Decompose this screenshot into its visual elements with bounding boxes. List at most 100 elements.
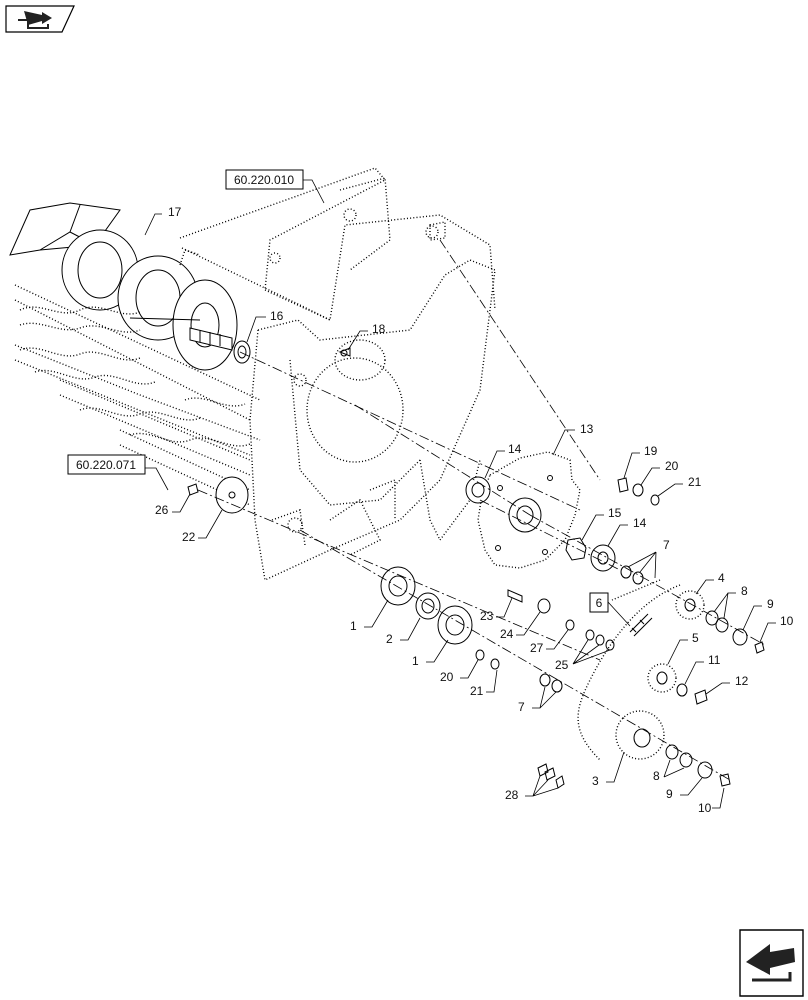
svg-text:28: 28 bbox=[505, 788, 519, 802]
callout-27[interactable]: 27 bbox=[530, 629, 569, 655]
part-7-shims-upper bbox=[620, 565, 644, 585]
part-3-large-sprocket bbox=[615, 710, 665, 760]
callout-5[interactable]: 5 bbox=[667, 631, 699, 665]
part-15-spacer bbox=[565, 537, 587, 561]
callout-21-b[interactable]: 21 bbox=[470, 669, 498, 698]
svg-text:60.220.010: 60.220.010 bbox=[234, 173, 294, 187]
callout-17[interactable]: 17 bbox=[144, 205, 182, 236]
callout-23[interactable]: 23 bbox=[480, 597, 513, 623]
svg-text:6: 6 bbox=[596, 596, 603, 610]
callout-8-a[interactable]: 8 bbox=[713, 584, 748, 619]
svg-text:21: 21 bbox=[470, 684, 484, 698]
part-14-bearing-a bbox=[465, 476, 491, 504]
svg-text:16: 16 bbox=[270, 309, 284, 323]
svg-text:10: 10 bbox=[698, 801, 712, 815]
part-26-bolt bbox=[187, 483, 199, 496]
svg-text:13: 13 bbox=[580, 422, 594, 436]
part-14-bearing-b bbox=[590, 544, 616, 572]
callout-24[interactable]: 24 bbox=[500, 611, 541, 641]
callout-1-a[interactable]: 1 bbox=[350, 599, 389, 633]
part-7-shims-lower bbox=[539, 673, 563, 693]
part-9-washer-lower bbox=[697, 761, 713, 779]
callout-8-b[interactable]: 8 bbox=[653, 759, 685, 783]
callout-10-a[interactable]: 10 bbox=[759, 614, 794, 643]
part-27-shim bbox=[565, 619, 575, 631]
svg-text:24: 24 bbox=[500, 627, 514, 641]
svg-text:19: 19 bbox=[644, 444, 658, 458]
svg-text:2: 2 bbox=[386, 632, 393, 646]
callout-2[interactable]: 2 bbox=[386, 617, 421, 646]
svg-text:4: 4 bbox=[718, 571, 725, 585]
part-20-washer-b bbox=[475, 649, 485, 661]
callout-12[interactable]: 12 bbox=[705, 674, 749, 695]
back-nav-icon[interactable] bbox=[739, 929, 804, 997]
callout-20-a[interactable]: 20 bbox=[640, 459, 679, 486]
callout-3[interactable]: 3 bbox=[592, 751, 625, 788]
callout-22[interactable]: 22 bbox=[182, 509, 223, 544]
part-16-ring bbox=[233, 340, 251, 364]
callout-1-b[interactable]: 1 bbox=[412, 639, 449, 668]
svg-text:26: 26 bbox=[155, 503, 169, 517]
svg-text:12: 12 bbox=[735, 674, 749, 688]
callout-15[interactable]: 15 bbox=[581, 506, 622, 541]
callout-19[interactable]: 19 bbox=[623, 444, 658, 479]
callout-9-b[interactable]: 9 bbox=[666, 777, 703, 801]
svg-text:22: 22 bbox=[182, 530, 196, 544]
ref-box-60-220-010[interactable]: 60.220.010 bbox=[225, 169, 325, 204]
svg-text:1: 1 bbox=[412, 654, 419, 668]
part-21-nut-b bbox=[490, 658, 500, 670]
part-6-chain-link bbox=[629, 613, 653, 637]
callout-26[interactable]: 26 bbox=[155, 493, 191, 517]
svg-text:27: 27 bbox=[530, 641, 544, 655]
svg-text:7: 7 bbox=[663, 538, 670, 552]
part-20-washer-a bbox=[632, 483, 644, 497]
svg-text:21: 21 bbox=[688, 475, 702, 489]
callout-4[interactable]: 4 bbox=[695, 571, 725, 595]
svg-text:10: 10 bbox=[780, 614, 794, 628]
part-2-bearing bbox=[415, 592, 441, 620]
auger-flighting bbox=[9, 202, 238, 371]
svg-text:7: 7 bbox=[518, 700, 525, 714]
part-12-bolt bbox=[694, 689, 708, 705]
part-8-washers-upper bbox=[705, 610, 729, 633]
svg-text:14: 14 bbox=[508, 442, 522, 456]
svg-text:14: 14 bbox=[633, 516, 647, 530]
part-4-sprocket bbox=[675, 590, 705, 620]
part-19-bracket bbox=[617, 477, 629, 493]
part-28-clips bbox=[537, 763, 565, 789]
callout-9-a[interactable]: 9 bbox=[742, 597, 774, 631]
callout-13[interactable]: 13 bbox=[552, 422, 594, 456]
part-5-sprocket bbox=[647, 663, 677, 693]
svg-text:8: 8 bbox=[653, 769, 660, 783]
callout-6-box[interactable]: 6 bbox=[589, 592, 631, 627]
callout-7-a[interactable]: 7 bbox=[627, 538, 670, 579]
part-13-drive-plate bbox=[477, 451, 581, 569]
callout-25[interactable]: 25 bbox=[555, 639, 611, 672]
callout-28[interactable]: 28 bbox=[505, 775, 559, 802]
part-10-bolt-upper bbox=[754, 641, 765, 654]
callout-11[interactable]: 11 bbox=[684, 653, 721, 685]
part-1-flange-b bbox=[437, 605, 473, 645]
callout-10-b[interactable]: 10 bbox=[698, 787, 725, 815]
svg-text:20: 20 bbox=[440, 670, 454, 684]
callout-18[interactable]: 18 bbox=[347, 322, 386, 351]
svg-text:25: 25 bbox=[555, 658, 569, 672]
svg-text:23: 23 bbox=[480, 609, 494, 623]
forward-nav-icon[interactable] bbox=[5, 5, 75, 33]
svg-text:1: 1 bbox=[350, 619, 357, 633]
svg-text:18: 18 bbox=[372, 322, 386, 336]
callout-7-b[interactable]: 7 bbox=[518, 686, 557, 714]
part-23-pin bbox=[507, 589, 523, 603]
callout-14-b[interactable]: 14 bbox=[607, 516, 647, 547]
callout-21-a[interactable]: 21 bbox=[657, 475, 702, 497]
svg-text:17: 17 bbox=[168, 205, 182, 219]
callout-16[interactable]: 16 bbox=[246, 309, 284, 343]
assembly-axis-lines bbox=[197, 239, 766, 781]
callout-14-a[interactable]: 14 bbox=[484, 442, 522, 479]
svg-text:5: 5 bbox=[692, 631, 699, 645]
ref-box-60-220-071[interactable]: 60.220.071 bbox=[67, 454, 169, 491]
svg-text:3: 3 bbox=[592, 774, 599, 788]
svg-text:20: 20 bbox=[665, 459, 679, 473]
callout-20-b[interactable]: 20 bbox=[440, 659, 479, 684]
